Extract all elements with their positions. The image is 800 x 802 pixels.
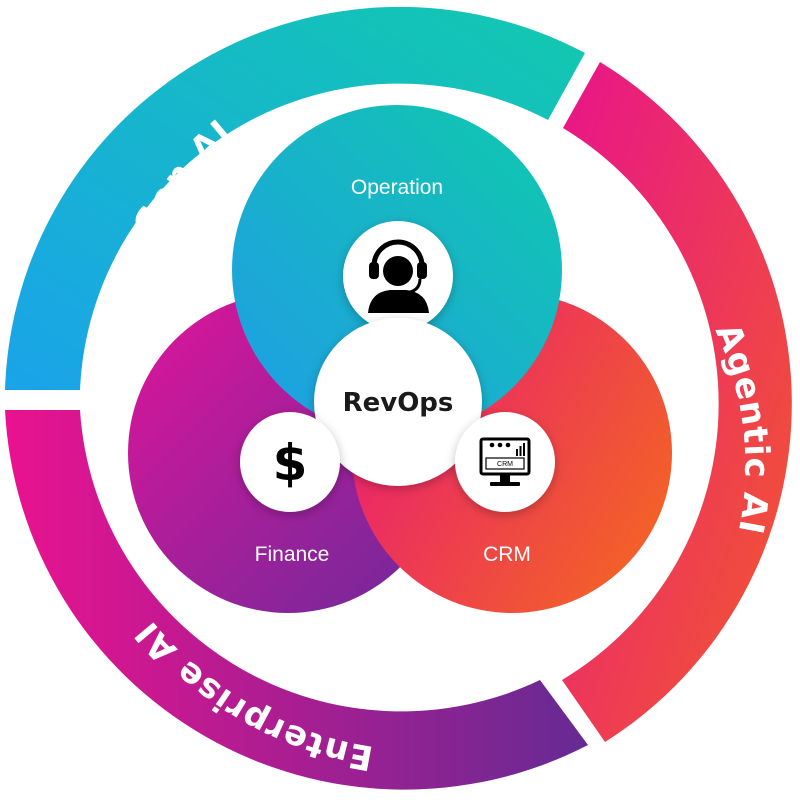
revops-center-badge	[314, 318, 482, 486]
crm-monitor-icon: CRM	[479, 437, 531, 486]
gen-ai-ring-segment	[5, 6, 585, 391]
agentic-ai-ring-segment	[562, 62, 792, 742]
crm-screen-text: CRM	[497, 461, 513, 468]
crm-icon-badge	[455, 412, 555, 512]
operation-label: Operation	[351, 176, 443, 199]
headset-support-agent-icon	[368, 239, 429, 313]
crm-label: CRM	[483, 543, 531, 566]
finance-icon-badge	[240, 412, 340, 512]
revops-label: RevOps	[343, 388, 454, 418]
enterprise-ai-ring-segment	[5, 410, 588, 790]
dollar-sign-icon: $	[273, 434, 308, 492]
finance-label: Finance	[255, 543, 330, 566]
